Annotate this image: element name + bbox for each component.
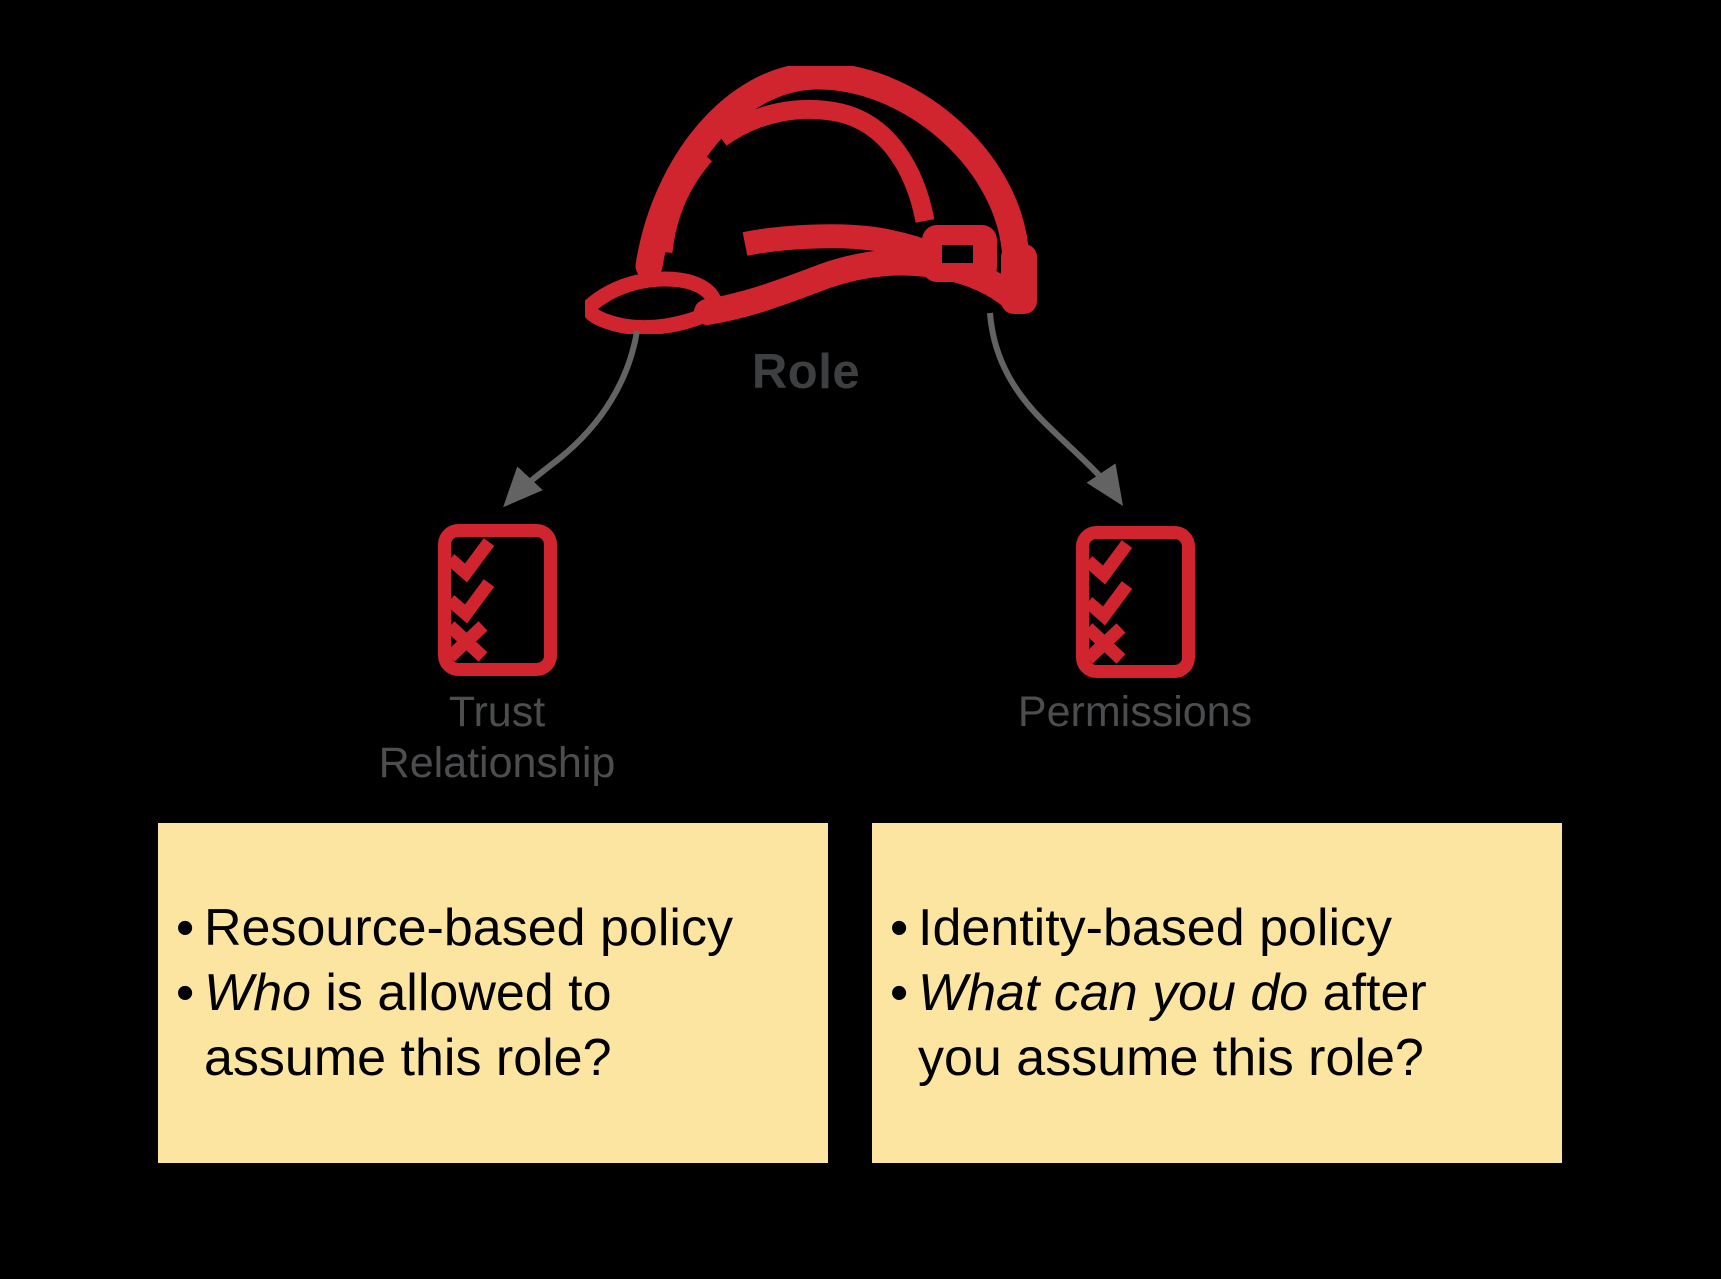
hard-hat-icon bbox=[585, 66, 1037, 334]
role-label: Role bbox=[751, 345, 861, 399]
bullet-text: Resource-based policy bbox=[204, 898, 733, 957]
trust-label-line1: Trust bbox=[448, 688, 546, 736]
note-bullet: • Identity-based policy bbox=[890, 896, 1550, 961]
permissions-checklist-icon bbox=[1075, 525, 1196, 679]
trust-checklist-icon bbox=[437, 523, 558, 677]
permissions-label: Permissions bbox=[1017, 688, 1253, 736]
bullet-text: Identity-based policy bbox=[918, 898, 1393, 957]
note-bullet: • Resource-based policy bbox=[176, 896, 816, 961]
right-curved-arrow-icon bbox=[987, 312, 1123, 506]
bullet-dot: • bbox=[176, 963, 195, 1022]
bullet-dot: • bbox=[890, 963, 909, 1022]
permissions-note-box: • Identity-based policy • What can you d… bbox=[872, 823, 1562, 1163]
trust-label-line2: Relationship bbox=[378, 739, 616, 787]
trust-note-box: • Resource-based policy • Who is allowed… bbox=[158, 823, 828, 1163]
trust-relationship-label: Trust Relationship bbox=[297, 687, 697, 789]
bullet-dot: • bbox=[890, 898, 909, 957]
bullet-dot: • bbox=[176, 898, 195, 957]
